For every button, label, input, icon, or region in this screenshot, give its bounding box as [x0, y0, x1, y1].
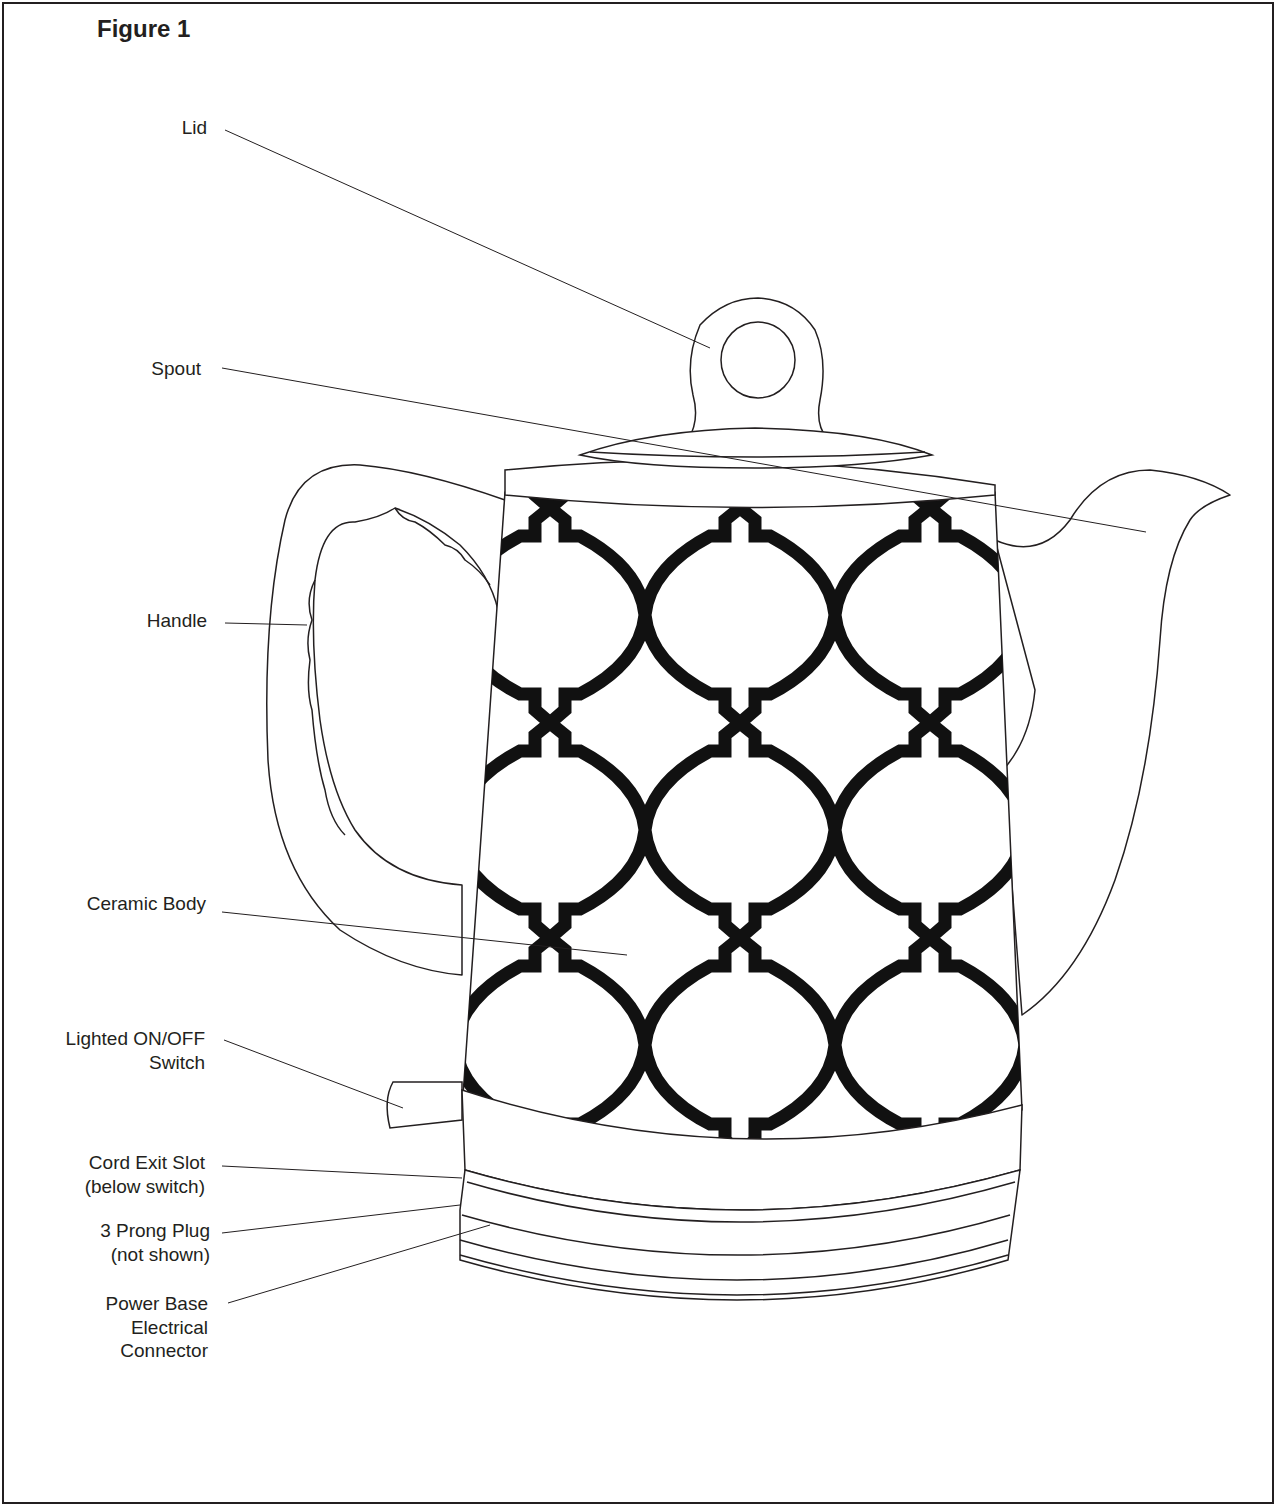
leader-line	[222, 1205, 460, 1233]
part-label: Power Base Electrical Connector	[96, 1292, 208, 1363]
figure-title: Figure 1	[97, 15, 190, 43]
lid-knob-hole	[721, 322, 795, 398]
leader-line	[224, 1040, 403, 1108]
leader-line	[225, 130, 710, 348]
lid-knob	[688, 298, 828, 440]
handle-inner	[308, 508, 490, 835]
part-label: Lid	[87, 116, 207, 140]
power-base-band	[460, 1240, 1008, 1280]
lid	[580, 428, 932, 468]
part-label: 3 Prong Plug (not shown)	[78, 1219, 210, 1266]
part-label: Cord Exit Slot (below switch)	[55, 1151, 205, 1198]
power-base	[460, 1170, 1020, 1300]
leader-line	[222, 1166, 462, 1178]
power-base-band	[460, 1255, 1008, 1295]
part-label: Handle	[87, 609, 207, 633]
power-base-band	[467, 1182, 1015, 1222]
leader-line	[222, 368, 1146, 532]
leader-line	[222, 912, 627, 955]
part-label: Spout	[81, 357, 201, 381]
spout-outline	[995, 470, 1230, 1015]
leader-line	[225, 623, 307, 625]
part-label: Lighted ON/OFF Switch	[40, 1027, 205, 1074]
lid-edge	[590, 452, 925, 457]
part-label: Ceramic Body	[26, 892, 206, 916]
leader-line	[228, 1225, 490, 1303]
on-off-switch	[387, 1082, 462, 1128]
trellis-pattern	[440, 480, 1040, 1180]
power-base-band	[462, 1215, 1010, 1255]
handle-outline	[267, 465, 505, 975]
frame	[3, 3, 1273, 1503]
